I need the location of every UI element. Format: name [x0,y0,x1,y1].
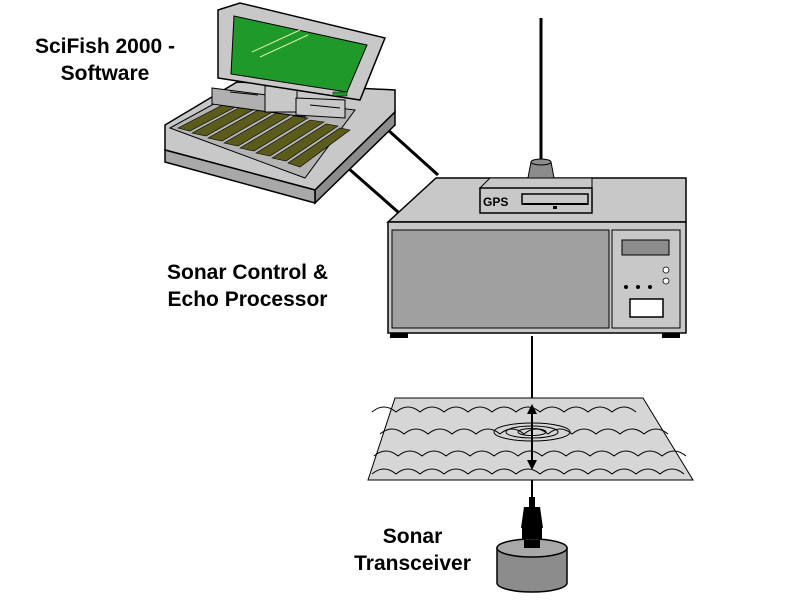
processor-slot [629,298,664,318]
processor-dot [624,285,628,289]
processor-led [662,277,670,285]
gps-label: GPS [483,195,508,209]
software-label-line-2: Software [60,62,150,85]
processor-label-line-2: Echo Processor [167,288,328,311]
processor-led [662,266,670,274]
gps-slot [521,193,589,205]
processor-dot [636,285,640,289]
signal-arrow-down [527,460,537,470]
software-label: SciFish 2000 - Software [10,33,200,87]
laptop-cables [347,128,440,214]
software-label-line-1: SciFish 2000 - [34,35,176,58]
processor-label-line-1: Sonar Control & [167,261,328,284]
gps-unit: GPS [478,18,593,214]
processor-foot [662,333,680,338]
transceiver-label-line-1: Sonar [382,525,443,548]
water-surface [367,397,694,481]
processor-display [621,239,670,256]
sonar-transceiver-icon [496,497,568,593]
processor-dot [648,285,652,289]
laptop-icon [164,2,396,205]
processor-unit [386,177,687,338]
processor-foot [390,333,408,338]
transceiver-label-line-2: Transceiver [354,552,471,575]
signal-arrow-up [527,404,537,414]
transceiver-label: Sonar Transceiver [335,523,490,577]
processor-label: Sonar Control & Echo Processor [140,259,355,313]
